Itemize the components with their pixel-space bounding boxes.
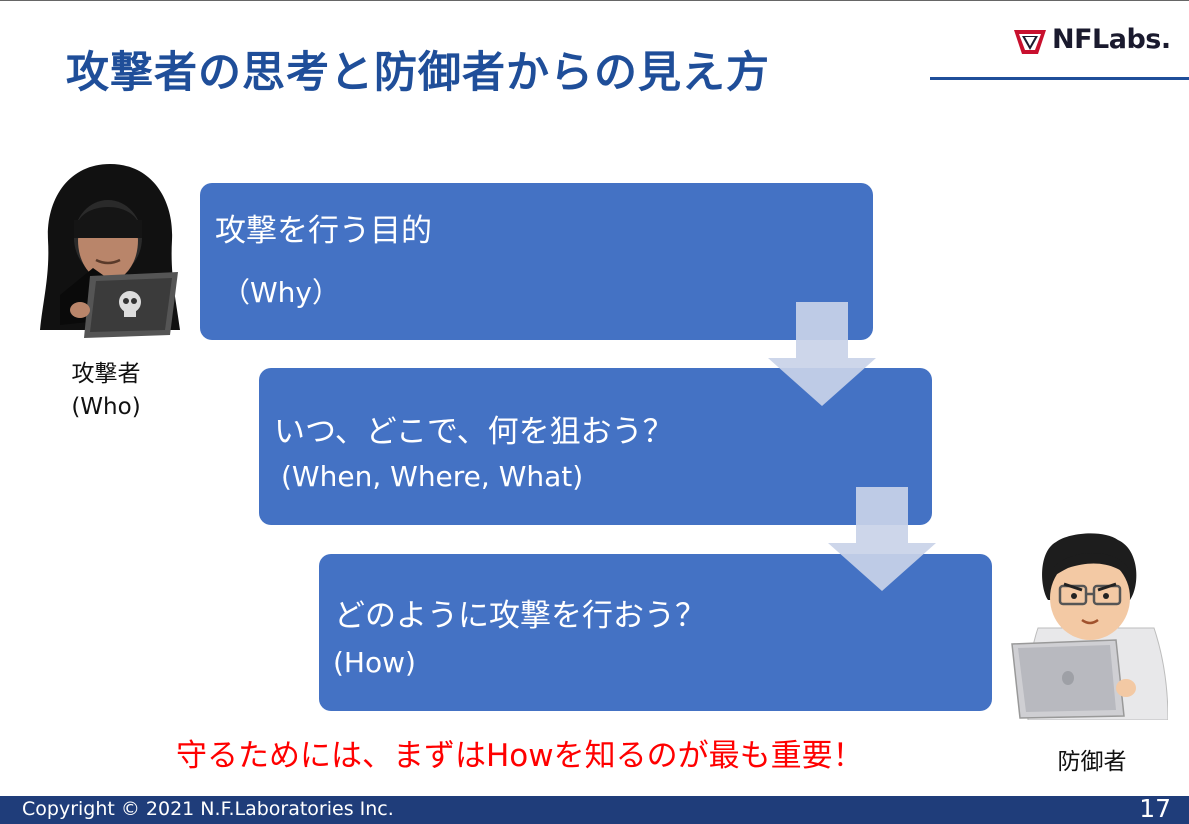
header-rule: [930, 77, 1189, 80]
footer-copyright: Copyright © 2021 N.F.Laboratories Inc.: [22, 798, 394, 820]
attacker-sublabel: (Who): [71, 394, 141, 420]
arrow-down-icon: [828, 487, 936, 591]
defender-label: 防御者: [1057, 749, 1127, 775]
step-why-title: 攻撃を行う目的: [215, 213, 432, 249]
nflabs-logo: NFLabs.: [1010, 22, 1171, 62]
step-how-title: どのように攻撃を行おう？: [334, 598, 706, 634]
top-rule: [0, 0, 1189, 1]
slide-title: 攻撃者の思考と防御者からの見え方: [66, 48, 770, 98]
step-when-where-what-subtitle: (When, Where, What): [281, 460, 584, 493]
attacker-label: 攻撃者: [71, 361, 141, 387]
attacker-illustration: [40, 164, 180, 338]
logo-text: NFLabs.: [1052, 24, 1171, 55]
nflabs-logo-icon: [1014, 30, 1046, 54]
emphasis-message: 守るためには、まずはHowを知るのが最も重要！: [176, 738, 864, 774]
defender-illustration: [1011, 533, 1168, 720]
step-why-box: 攻撃を行う目的 （Why）: [200, 183, 873, 340]
footer-bar: Copyright © 2021 N.F.Laboratories Inc. 1…: [0, 794, 1189, 824]
page-number: 17: [1139, 794, 1171, 823]
step-when-where-what-title: いつ、どこで、何を狙おう？: [274, 414, 674, 450]
step-why-subtitle: （Why）: [222, 276, 341, 309]
step-how-subtitle: (How): [333, 646, 416, 679]
arrow-down-icon: [768, 302, 876, 406]
